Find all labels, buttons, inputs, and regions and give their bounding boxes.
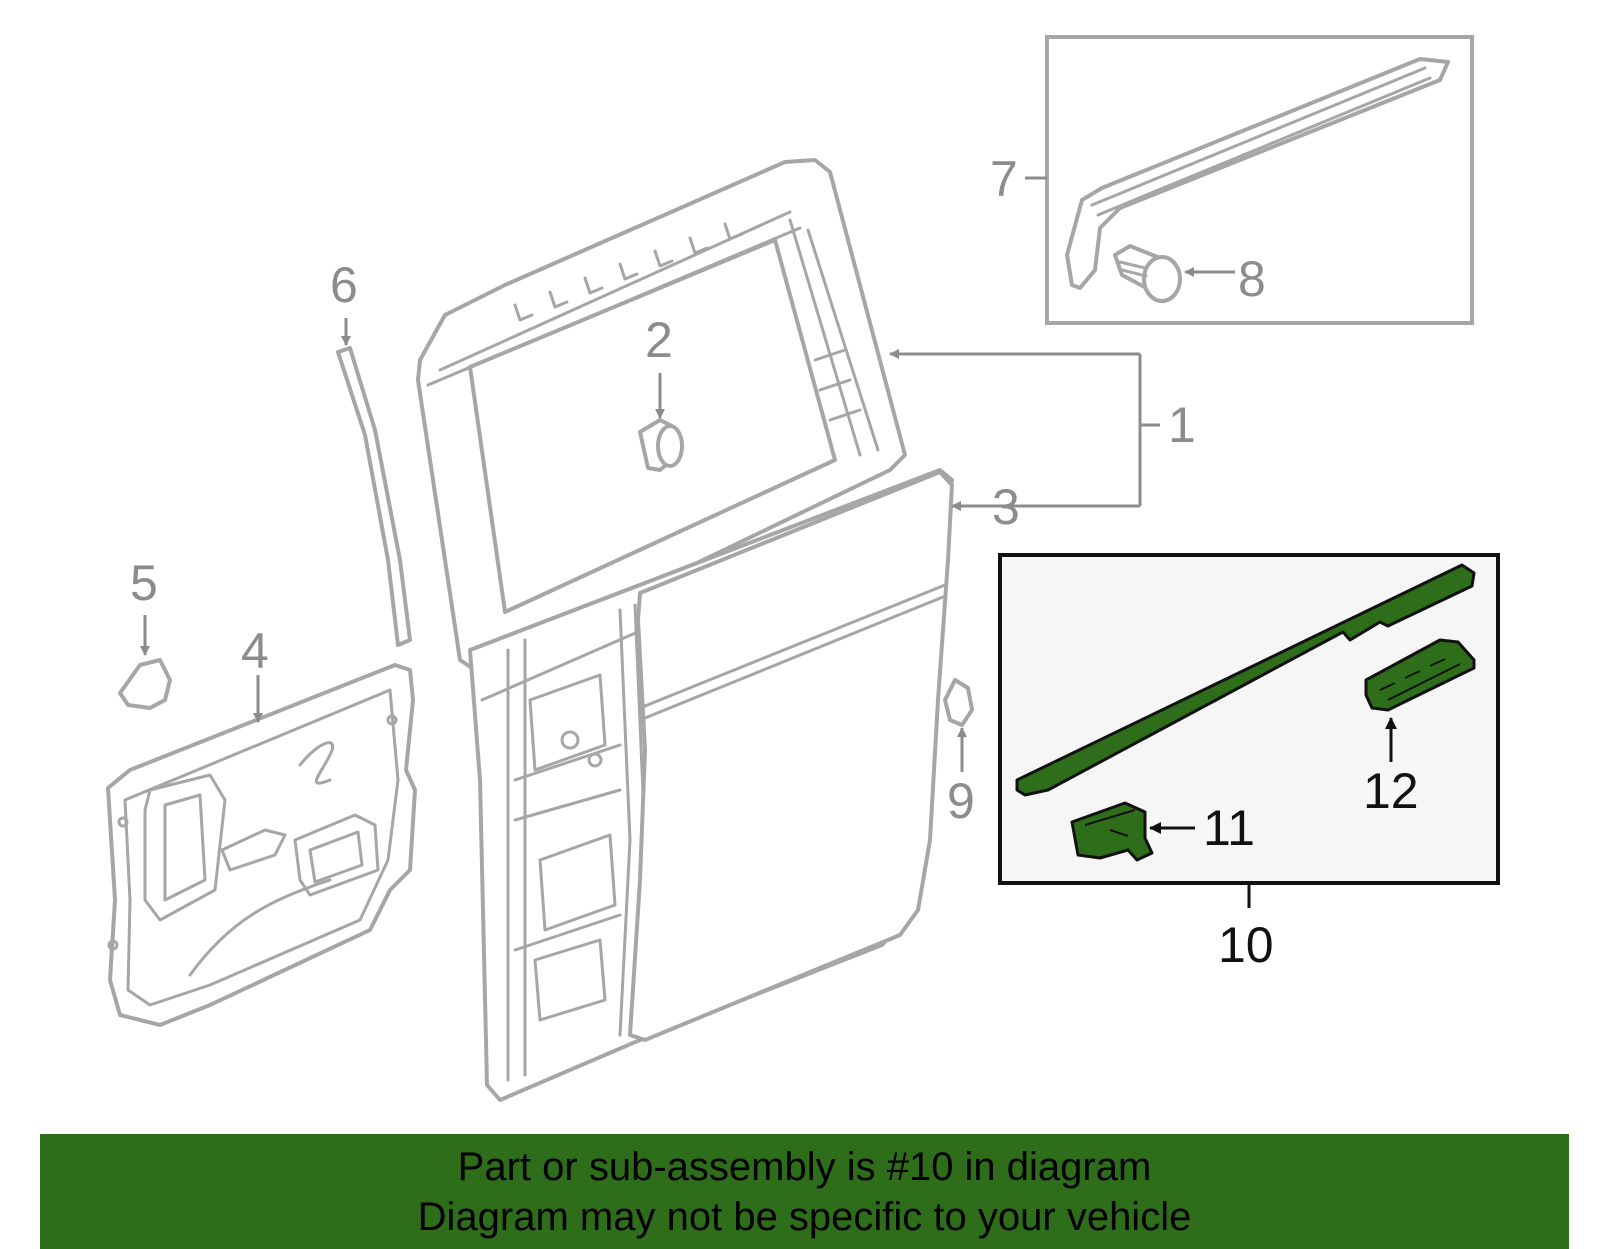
callout-12: 12	[1363, 763, 1419, 819]
clip-part[interactable]	[1113, 244, 1182, 303]
door-shell-assembly[interactable]	[416, 158, 954, 1102]
callout-3: 3	[992, 479, 1020, 535]
callout-8: 8	[1238, 251, 1266, 307]
callout-11: 11	[1203, 800, 1255, 856]
callout-9: 9	[947, 773, 975, 829]
clip-part-5[interactable]	[118, 658, 172, 710]
callout-2: 2	[645, 312, 673, 368]
seal-part-9[interactable]	[943, 678, 974, 727]
highlighted-long-strip[interactable]	[1015, 563, 1476, 797]
banner-line-2: Diagram may not be specific to your vehi…	[417, 1195, 1192, 1239]
grommet-part-2[interactable]	[638, 418, 684, 472]
callout-6: 6	[330, 257, 358, 313]
trim-panel-part-4[interactable]	[106, 663, 417, 1027]
channel-strip-part-6[interactable]	[336, 346, 412, 647]
info-banner: Part or sub-assembly is #10 in diagram D…	[40, 1134, 1569, 1249]
callout-10: 10	[1218, 917, 1274, 973]
banner-line-1: Part or sub-assembly is #10 in diagram	[457, 1145, 1152, 1189]
callout-4: 4	[241, 623, 269, 679]
highlighted-bracket-12[interactable]	[1364, 638, 1476, 712]
inset-box-highlighted	[998, 553, 1500, 885]
callout-5: 5	[130, 555, 158, 611]
inset-box-molding	[1045, 35, 1474, 325]
callout-7: 7	[990, 151, 1018, 207]
callout-1: 1	[1168, 397, 1196, 453]
door-molding[interactable]	[1065, 57, 1450, 290]
